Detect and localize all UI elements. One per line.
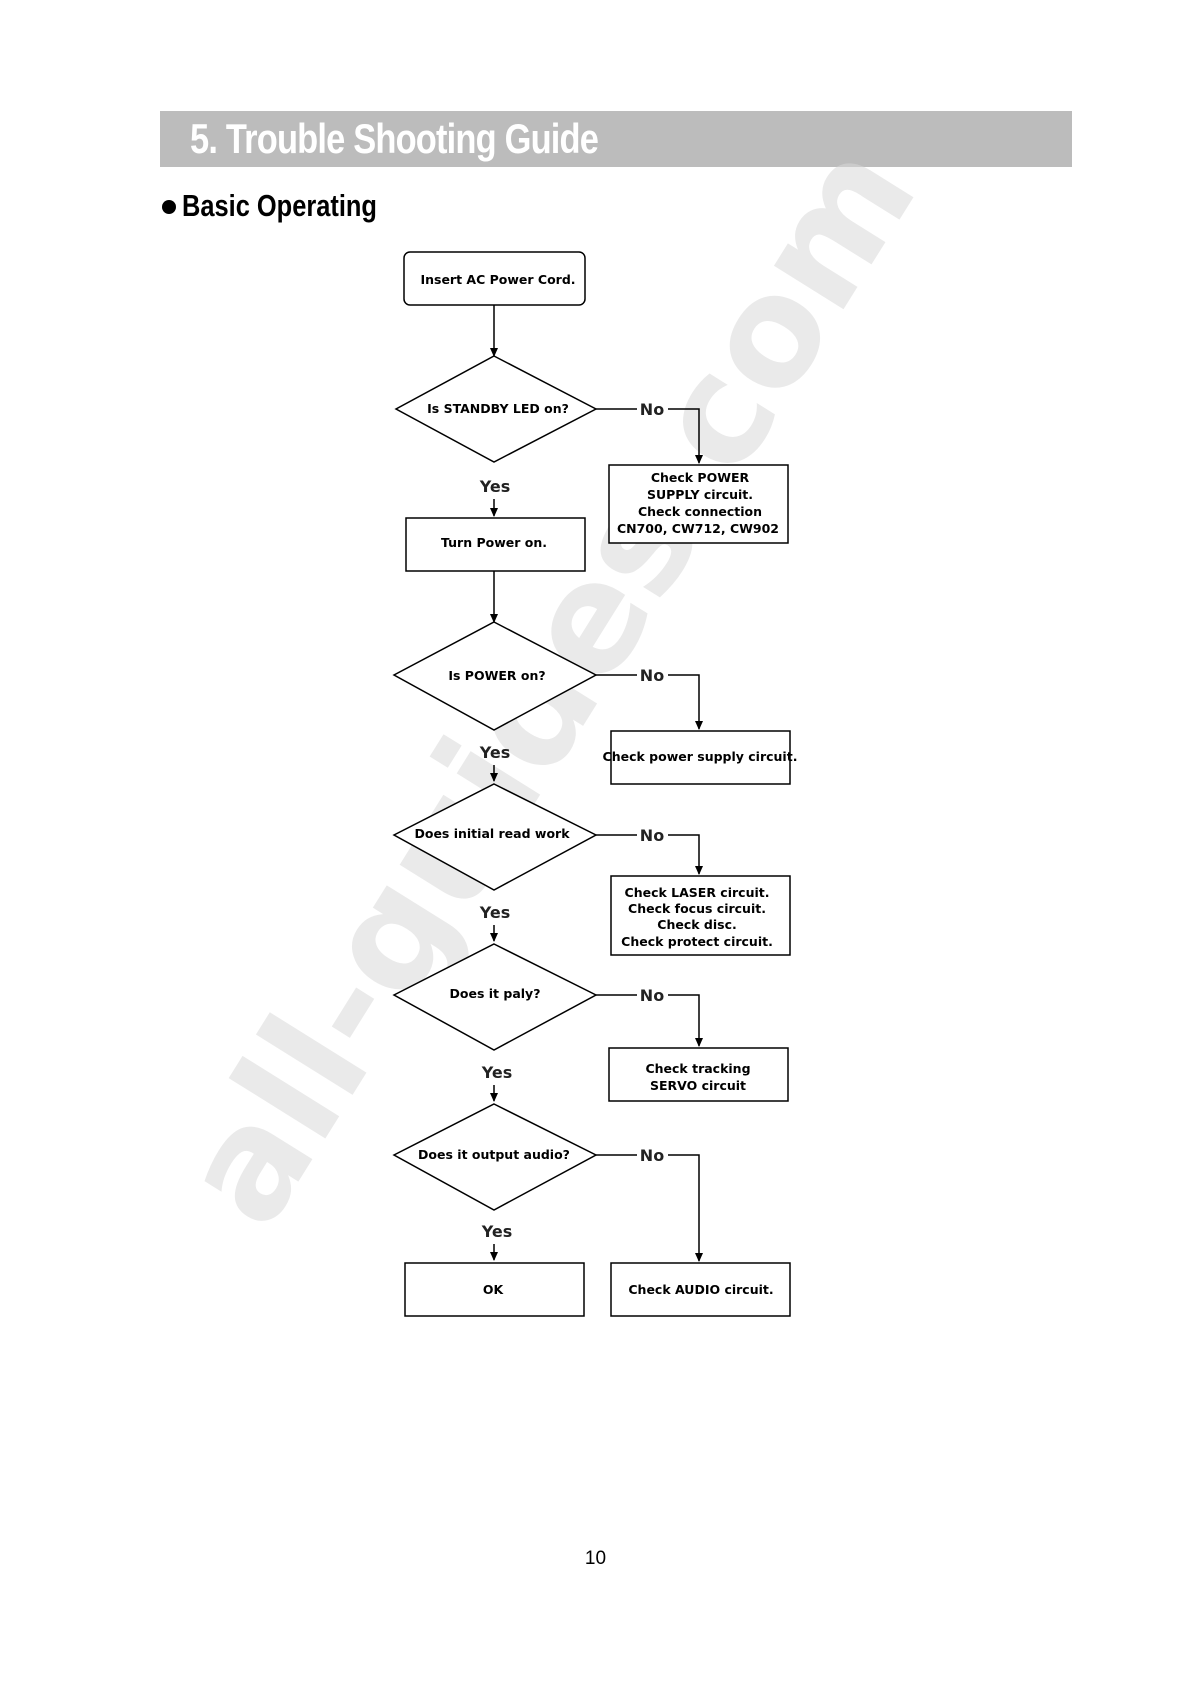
decision-output-audio	[392, 1103, 598, 1211]
decision-initial-read	[392, 783, 598, 891]
r2-label: Check power supply circuit.	[603, 749, 798, 764]
step-power-on-label: Turn Power on.	[441, 535, 547, 550]
decision-play	[392, 943, 598, 1051]
r4-line-1: Check tracking	[645, 1061, 750, 1076]
bullet-icon	[162, 200, 176, 214]
decision-power-on	[392, 621, 598, 731]
result-check-power-supply-connection	[608, 464, 789, 544]
q5-no-label: No	[640, 1146, 664, 1165]
connector-q4-no-arrow	[668, 994, 703, 1047]
page-title: 5. Trouble Shooting Guide	[190, 115, 599, 162]
section-title: Basic Operating	[182, 188, 377, 223]
q5-label: Does it output audio?	[418, 1147, 570, 1162]
r1-line-1: Check POWER	[651, 470, 750, 485]
q4-label: Does it paly?	[450, 986, 541, 1001]
r3-line-3: Check disc.	[657, 917, 736, 932]
q2-label: Is POWER on?	[448, 668, 545, 683]
q1-yes-label: Yes	[479, 477, 511, 496]
connector-q5-no-arrow	[668, 1154, 703, 1262]
connector-q2-no-arrow	[668, 674, 703, 730]
q5-yes-label: Yes	[481, 1222, 513, 1241]
section-heading: Basic Operating	[162, 186, 420, 226]
result-check-laser	[610, 875, 791, 956]
r3-line-2: Check focus circuit.	[628, 901, 766, 916]
q1-label: Is STANDBY LED on?	[427, 401, 569, 416]
page-number: 10	[584, 1548, 607, 1569]
q2-yes-label: Yes	[479, 743, 511, 762]
decision-standby-led	[394, 355, 598, 463]
header-bar: 5. Trouble Shooting Guide	[160, 111, 1072, 167]
q4-yes-label: Yes	[481, 1063, 513, 1082]
result-check-tracking	[608, 1047, 789, 1102]
q3-yes-label: Yes	[479, 903, 511, 922]
q4-no-label: No	[640, 986, 664, 1005]
r1-line-3: Check connection	[638, 504, 762, 519]
q3-label: Does initial read work	[414, 826, 570, 841]
step-turn-power-on	[405, 517, 586, 572]
result-check-power-supply	[610, 730, 791, 785]
end-ok	[404, 1262, 585, 1317]
q2-no-label: No	[640, 666, 664, 685]
r3-line-1: Check LASER circuit.	[625, 885, 770, 900]
connector-q1-no-arrow	[668, 408, 703, 464]
r1-line-2: SUPPLY circuit.	[647, 487, 753, 502]
start-label: Insert AC Power Cord.	[420, 272, 575, 287]
q1-no-label: No	[640, 400, 664, 419]
result-check-audio	[610, 1262, 791, 1317]
r5-label: Check AUDIO circuit.	[628, 1282, 773, 1297]
r3-line-4: Check protect circuit.	[621, 934, 773, 949]
r1-line-4: CN700, CW712, CW902	[617, 521, 779, 536]
q3-no-label: No	[640, 826, 664, 845]
end-ok-label: OK	[483, 1282, 505, 1297]
connector-q3-no-arrow	[668, 834, 703, 875]
r4-line-2: SERVO circuit	[650, 1078, 746, 1093]
start-node	[403, 251, 586, 306]
